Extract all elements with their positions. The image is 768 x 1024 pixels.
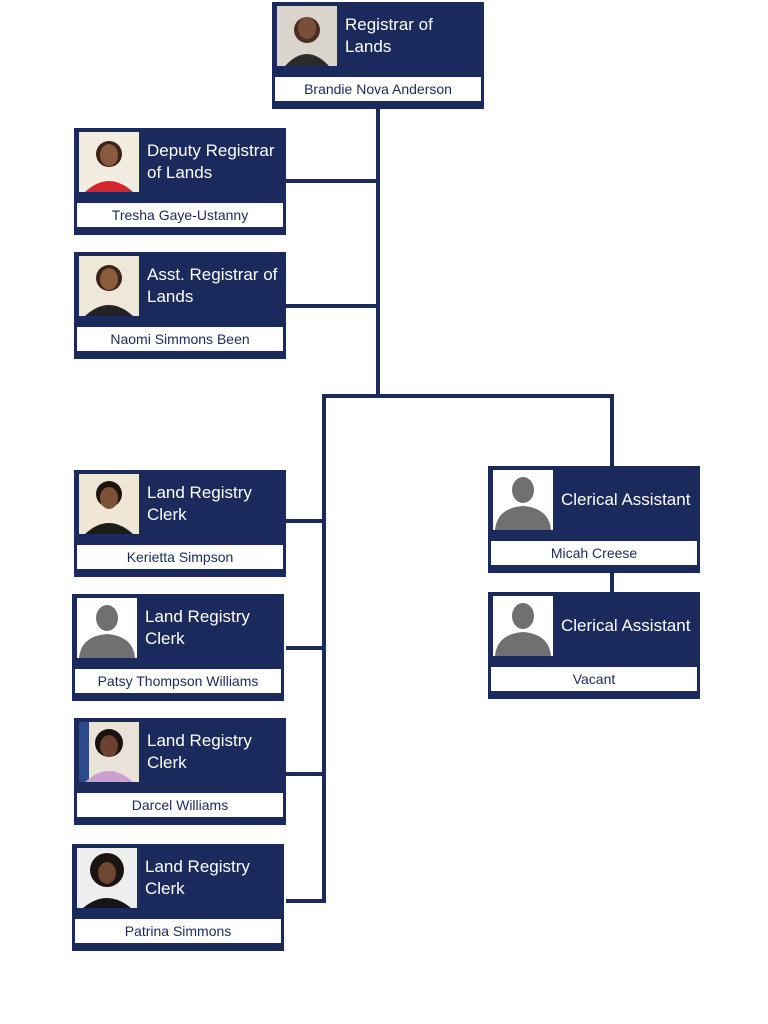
role-title: Land Registry Clerk: [145, 607, 250, 648]
person-name: Naomi Simmons Been: [77, 327, 283, 351]
org-card-asst-registrar[interactable]: Asst. Registrar of Lands Naomi Simmons B…: [74, 252, 286, 359]
person-name: Kerietta Simpson: [77, 545, 283, 569]
portrait-photo: [77, 848, 137, 908]
org-card-clerk-4[interactable]: Land Registry Clerk Patrina Simmons: [72, 844, 284, 951]
portrait-photo: [79, 722, 139, 782]
placeholder-silhouette-icon: [77, 598, 137, 658]
portrait-photo: [79, 256, 139, 316]
placeholder-silhouette-icon: [493, 470, 553, 530]
person-name: Patrina Simmons: [75, 919, 281, 943]
org-card-clerical-2[interactable]: Clerical Assistant Vacant: [488, 592, 700, 699]
person-name: Tresha Gaye-Ustanny: [77, 203, 283, 227]
role-title: Land Registry Clerk: [147, 483, 252, 524]
portrait-photo: [79, 474, 139, 534]
portrait-photo: [277, 6, 337, 66]
org-card-clerk-1[interactable]: Land Registry Clerk Kerietta Simpson: [74, 470, 286, 577]
role-title: Land Registry Clerk: [145, 857, 250, 898]
org-card-clerk-2[interactable]: Land Registry Clerk Patsy Thompson Willi…: [72, 594, 284, 701]
person-name: Brandie Nova Anderson: [275, 77, 481, 101]
person-name: Darcel Williams: [77, 793, 283, 817]
role-title: Clerical Assistant: [561, 616, 691, 635]
role-title: Land Registry Clerk: [147, 731, 252, 772]
person-name: Patsy Thompson Williams: [75, 669, 281, 693]
placeholder-silhouette-icon: [493, 596, 553, 656]
person-name: Micah Creese: [491, 541, 697, 565]
role-title: Registrar of Lands: [345, 15, 433, 56]
role-title: Deputy Registrar of Lands: [147, 141, 275, 182]
org-card-deputy-registrar[interactable]: Deputy Registrar of Lands Tresha Gaye-Us…: [74, 128, 286, 235]
role-title: Clerical Assistant: [561, 490, 691, 509]
org-card-registrar[interactable]: Registrar of Lands Brandie Nova Anderson: [272, 2, 484, 109]
portrait-photo: [79, 132, 139, 192]
org-card-clerk-3[interactable]: Land Registry Clerk Darcel Williams: [74, 718, 286, 825]
role-title: Asst. Registrar of Lands: [147, 265, 278, 306]
org-card-clerical-1[interactable]: Clerical Assistant Micah Creese: [488, 466, 700, 573]
person-name: Vacant: [491, 667, 697, 691]
